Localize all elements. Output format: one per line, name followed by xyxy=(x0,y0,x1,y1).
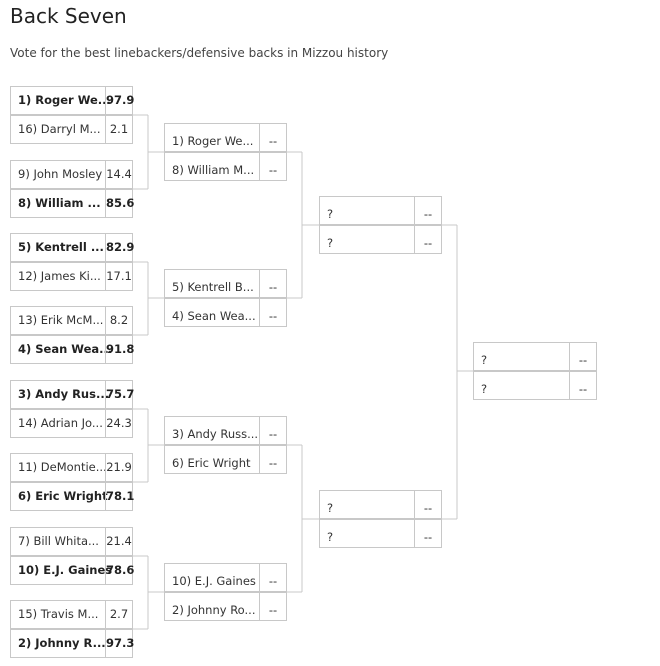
vote-score: 97.3 xyxy=(105,630,134,657)
vote-score: 8.2 xyxy=(105,307,132,334)
team-name: 8) William M... xyxy=(172,163,255,177)
round2-slot[interactable]: 5) Kentrell B... -- xyxy=(164,269,287,298)
team-name: ? xyxy=(327,207,334,221)
vote-score: 2.1 xyxy=(105,116,132,143)
vote-score: -- xyxy=(414,491,441,518)
vote-score: 75.7 xyxy=(105,381,134,408)
team-name: 14) Adrian Jo... xyxy=(18,416,103,430)
vote-score: -- xyxy=(259,299,286,326)
team-name: 1) Roger We... xyxy=(172,134,254,148)
page-subtitle: Vote for the best linebackers/defensive … xyxy=(10,46,389,60)
team-name: ? xyxy=(327,236,334,250)
round1-slot[interactable]: 13) Erik McM...8.2 xyxy=(10,306,133,335)
vote-score: -- xyxy=(414,226,441,253)
team-name: 7) Bill Whita... xyxy=(18,534,99,548)
vote-score: 17.1 xyxy=(105,263,132,290)
team-name: 10) E.J. Gaines xyxy=(18,563,113,577)
team-name: 8) William ... xyxy=(18,196,101,210)
page-title: Back Seven xyxy=(10,4,127,28)
vote-score: -- xyxy=(259,446,286,473)
vote-score: -- xyxy=(259,153,286,180)
team-name: 4) Sean Wea... xyxy=(18,342,113,356)
team-name: 10) E.J. Gaines xyxy=(172,574,256,588)
team-name: ? xyxy=(481,382,488,396)
round1-slot[interactable]: 5) Kentrell ...82.9 xyxy=(10,233,134,262)
round2-slot[interactable]: 1) Roger We... -- xyxy=(164,123,287,152)
team-name: 15) Travis M... xyxy=(18,607,99,621)
team-name: 1) Roger We... xyxy=(18,93,111,107)
vote-score: 21.4 xyxy=(105,528,132,555)
round1-slot[interactable]: 3) Andy Rus...75.7 xyxy=(10,380,134,409)
vote-score: -- xyxy=(259,417,286,444)
team-name: 5) Kentrell ... xyxy=(18,240,104,254)
round1-slot[interactable]: 2) Johnny R...97.3 xyxy=(10,629,134,658)
round1-slot[interactable]: 12) James Ki... 17.1 xyxy=(10,262,133,291)
round1-slot[interactable]: 1) Roger We...97.9 xyxy=(10,86,134,115)
vote-score: 91.8 xyxy=(105,336,134,363)
vote-score: 78.1 xyxy=(105,483,134,510)
vote-score: 24.3 xyxy=(105,410,132,437)
team-name: 12) James Ki... xyxy=(18,269,101,283)
vote-score: -- xyxy=(569,343,596,370)
team-name: 16) Darryl M... xyxy=(18,122,101,136)
round1-slot[interactable]: 11) DeMontie...21.9 xyxy=(10,453,133,482)
round2-slot[interactable]: 8) William M... -- xyxy=(164,152,287,181)
vote-score: -- xyxy=(259,124,286,151)
vote-score: 78.6 xyxy=(105,557,134,584)
vote-score: -- xyxy=(414,520,441,547)
vote-score: 21.9 xyxy=(105,454,132,481)
round1-slot[interactable]: 4) Sean Wea...91.8 xyxy=(10,335,134,364)
round1-slot[interactable]: 14) Adrian Jo...24.3 xyxy=(10,409,133,438)
team-name: ? xyxy=(327,530,334,544)
vote-score: 14.4 xyxy=(105,161,132,188)
team-name: 6) Eric Wright xyxy=(172,456,251,470)
round1-slot[interactable]: 8) William ... 85.6 xyxy=(10,189,134,218)
team-name: 13) Erik McM... xyxy=(18,313,104,327)
vote-score: -- xyxy=(569,372,596,399)
vote-score: 2.7 xyxy=(105,601,132,628)
vote-score: 85.6 xyxy=(105,190,134,217)
round1-slot[interactable]: 15) Travis M... 2.7 xyxy=(10,600,133,629)
team-name: 9) John Mosley xyxy=(18,167,103,181)
team-name: 3) Andy Rus... xyxy=(18,387,110,401)
team-name: 4) Sean Wea... xyxy=(172,309,256,323)
round2-slot[interactable]: 3) Andy Russ...-- xyxy=(164,416,287,445)
team-name: ? xyxy=(327,501,334,515)
round2-slot[interactable]: 2) Johnny Ro...-- xyxy=(164,592,287,621)
round2-slot[interactable]: 10) E.J. Gaines-- xyxy=(164,563,287,592)
round1-slot[interactable]: 16) Darryl M... 2.1 xyxy=(10,115,133,144)
team-name: 3) Andy Russ... xyxy=(172,427,259,441)
team-name: ? xyxy=(481,353,488,367)
round3-slot[interactable]: ? -- xyxy=(319,490,442,519)
vote-score: -- xyxy=(259,593,286,620)
round3-slot[interactable]: ? -- xyxy=(319,196,442,225)
round3-slot[interactable]: ? -- xyxy=(319,519,442,548)
vote-score: 97.9 xyxy=(105,87,134,114)
round1-slot[interactable]: 7) Bill Whita... 21.4 xyxy=(10,527,133,556)
round4-slot[interactable]: ? -- xyxy=(473,371,597,400)
team-name: 11) DeMontie... xyxy=(18,460,107,474)
round2-slot[interactable]: 4) Sean Wea...-- xyxy=(164,298,287,327)
team-name: 6) Eric Wright xyxy=(18,489,108,503)
team-name: 2) Johnny Ro... xyxy=(172,603,256,617)
team-name: 2) Johnny R... xyxy=(18,636,106,650)
round3-slot[interactable]: ? -- xyxy=(319,225,442,254)
vote-score: -- xyxy=(414,197,441,224)
vote-score: -- xyxy=(259,564,286,591)
round4-slot[interactable]: ? -- xyxy=(473,342,597,371)
round2-slot[interactable]: 6) Eric Wright -- xyxy=(164,445,287,474)
vote-score: 82.9 xyxy=(105,234,134,261)
team-name: 5) Kentrell B... xyxy=(172,280,254,294)
vote-score: -- xyxy=(259,270,286,297)
